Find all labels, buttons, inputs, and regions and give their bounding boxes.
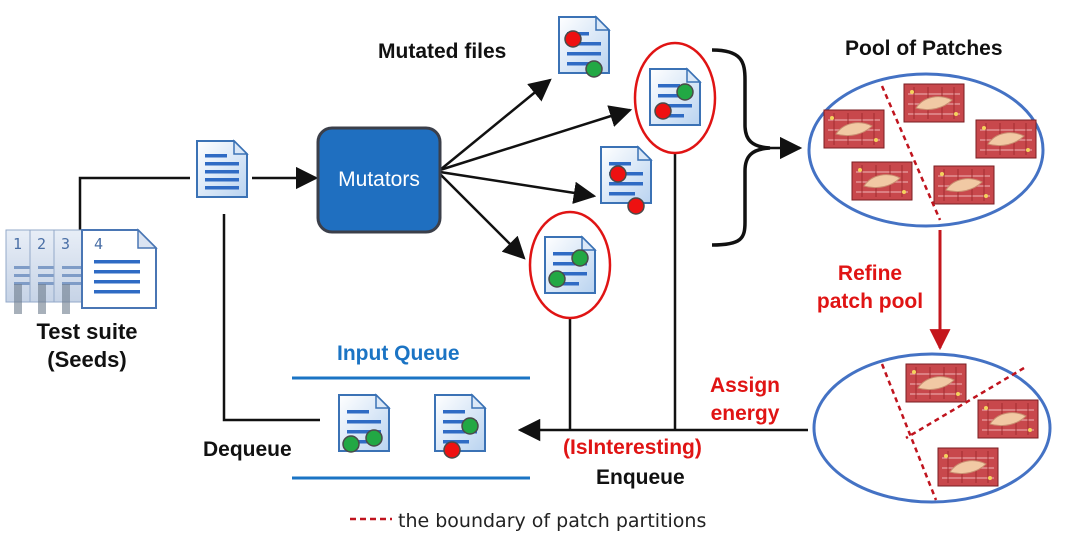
assign-energy-line: Assign [709,374,780,397]
dequeue-label: Dequeue [203,438,292,461]
seed-page-number: 1 [13,235,22,253]
seed-page-number: 4 [94,235,103,253]
seed-stack-icon: 1 2 3 4 [5,228,158,314]
mutated-files-label: Mutated files [378,40,507,63]
input-queue-label: Input Queue [337,342,460,365]
enqueue-label: Enqueue [596,466,685,489]
partition-boundary [880,363,938,501]
seed-to-doc-line [78,176,190,235]
test-suite-line: (Seeds) [47,347,127,372]
partition-boundary [880,85,942,221]
legend-label: the boundary of patch partitions [398,510,707,532]
seed-page-number: 2 [37,235,46,253]
document-icon [196,140,248,198]
mutated-file-icon [600,146,652,215]
mutated-file-icon [544,236,596,294]
mutated-file-icon [558,16,610,78]
is-interesting-label: (IsInteresting) [563,436,702,459]
dequeue-line [222,214,320,422]
mutator-arrow-2 [439,105,633,172]
test-suite-line: Test suite [36,319,138,344]
interesting-circle [633,41,717,155]
assign-energy-line: energy [710,402,780,425]
pool-of-patches-title: Pool of Patches [845,37,1003,60]
mutated-file-icon [649,68,701,126]
mutator-arrow-4 [439,173,526,260]
refine-patch-pool-label: Refine patch pool [806,260,934,316]
curly-brace-icon [711,48,771,247]
mutators-box [316,126,442,234]
queued-file-icon [338,394,390,453]
mutator-arrow-1 [439,78,552,171]
refine-line: patch pool [816,290,924,313]
refine-line: Refine [837,262,903,285]
assign-energy-label: Assign energy [690,372,800,428]
seed-page-number: 3 [61,235,70,253]
test-suite-label: Test suite (Seeds) [14,318,160,374]
mutator-arrow-3 [439,170,597,204]
mutators-label: Mutators [338,168,420,191]
interesting-circle [528,210,612,320]
partition-boundary [905,366,1025,440]
queued-file-icon [434,394,486,459]
